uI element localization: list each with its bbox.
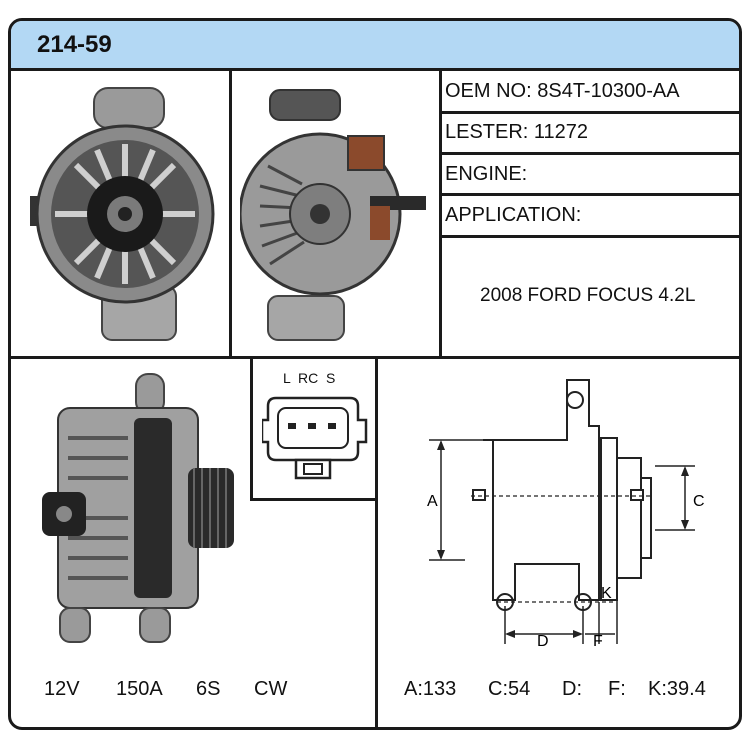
voltage: 12V — [44, 678, 80, 700]
alternator-side-image — [42, 373, 234, 643]
dim-label-d: D — [537, 633, 549, 650]
spec-row-line-4 — [441, 235, 742, 238]
dimension-diagram: A C D F K — [427, 379, 705, 650]
amperage: 150A — [116, 678, 163, 700]
application-label: APPLICATION: — [445, 204, 582, 226]
dim-label-f: F — [593, 633, 603, 650]
rotation: CW — [254, 678, 288, 700]
connector-box-bottom — [250, 498, 377, 501]
connector-box-top — [250, 358, 253, 500]
connector-diagram — [262, 396, 368, 480]
spec-row-line-3 — [441, 193, 742, 196]
spec-row-line-1 — [441, 111, 742, 114]
divider-h-middle — [8, 356, 742, 359]
dimension-c: C:54 — [488, 678, 531, 700]
dimension-f: F: — [608, 678, 626, 700]
dim-label-k: K — [601, 585, 612, 602]
spec-sheet: 214-59 — [8, 18, 742, 730]
dim-label-c: C — [693, 493, 705, 510]
dimension-d: D: — [562, 678, 582, 700]
connector-pin-labels: L RC S — [283, 370, 336, 386]
divider-v3 — [375, 358, 378, 730]
lester-number: LESTER: 11272 — [445, 121, 589, 143]
oem-number: OEM NO: 8S4T-10300-AA — [445, 80, 680, 102]
dim-label-a: A — [427, 493, 438, 510]
alternator-rear-image — [240, 89, 426, 341]
engine-label: ENGINE: — [445, 163, 528, 185]
divider-v2 — [439, 68, 442, 358]
divider-v1 — [229, 68, 232, 358]
spec-row-line-2 — [441, 152, 742, 155]
dimension-a: A:133 — [404, 678, 457, 700]
vehicle-application: 2008 FORD FOCUS 4.2L — [480, 285, 696, 306]
pulley-grooves: 6S — [196, 678, 221, 700]
dimension-k: K:39.4 — [648, 678, 706, 700]
header-bar: 214-59 — [11, 21, 739, 71]
alternator-front-image — [30, 87, 215, 341]
part-number: 214-59 — [37, 31, 112, 58]
